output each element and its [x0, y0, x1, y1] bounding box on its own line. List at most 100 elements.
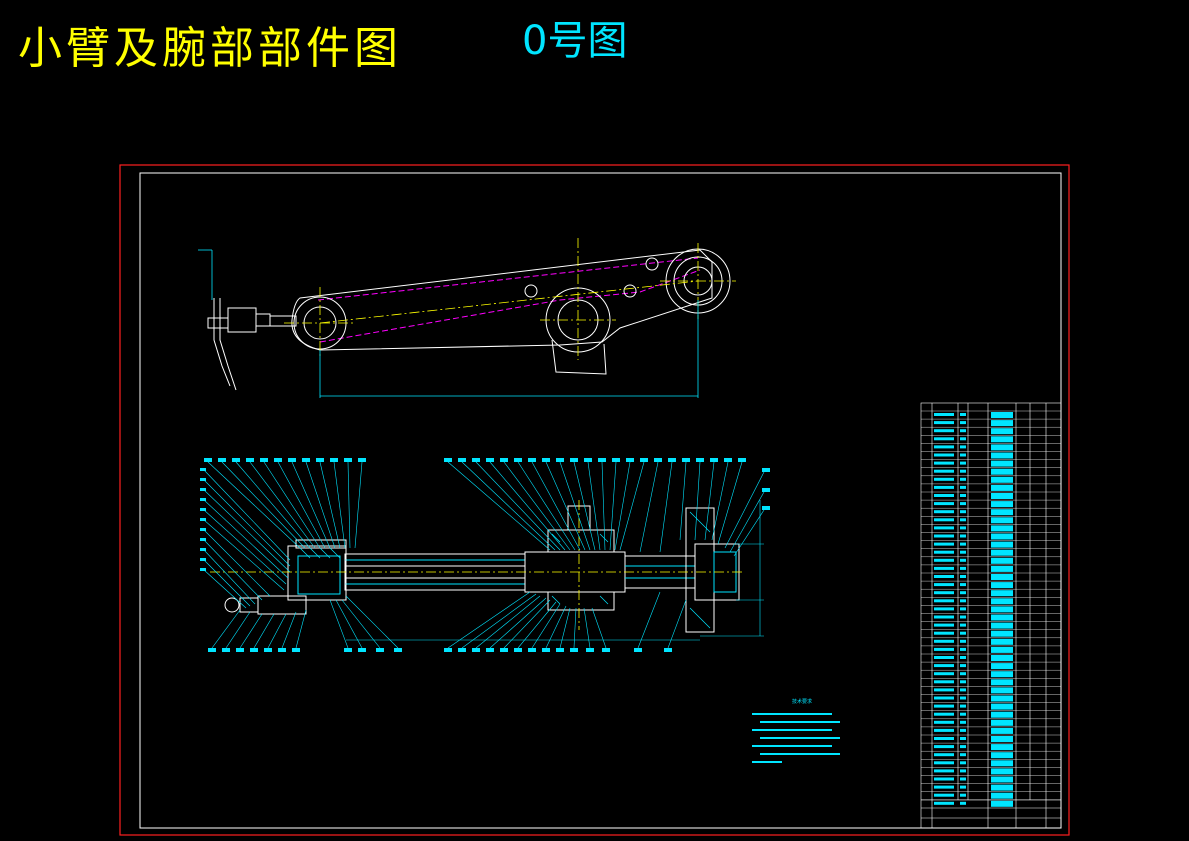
table-cell-mark [991, 727, 1013, 734]
table-cell-mark [934, 672, 954, 676]
table-cell-mark [960, 777, 966, 781]
table-cell-mark [934, 647, 954, 651]
table-cell-mark [934, 761, 954, 765]
table-cell-mark [991, 760, 1013, 767]
table-cell-mark [934, 485, 954, 489]
table-cell-mark [991, 784, 1013, 791]
table-cell-mark [991, 768, 1013, 775]
table-cell-mark [934, 461, 954, 465]
table-cell-mark [991, 687, 1013, 694]
table-cell-mark [960, 566, 966, 570]
table-cell-mark [991, 736, 1013, 742]
table-cell-mark [934, 793, 954, 797]
table-cell-mark [991, 711, 1013, 718]
table-cell-mark [934, 558, 954, 562]
table-cell-mark [960, 704, 966, 708]
table-cell-mark [934, 518, 954, 522]
table-cell-mark [934, 599, 954, 603]
table-cell-mark [960, 502, 966, 506]
outer-frame [119, 164, 1070, 836]
technical-note-line [752, 729, 832, 731]
table-cell-mark [934, 615, 954, 619]
technical-notes-heading: 技术要求 [791, 699, 812, 705]
table-cell-mark [960, 793, 966, 797]
table-cell-mark [934, 696, 954, 700]
table-cell-mark [960, 421, 966, 425]
table-cell-mark [991, 655, 1013, 661]
table-cell-mark [991, 468, 1013, 475]
table-cell-mark [934, 477, 954, 481]
table-cell-mark [934, 453, 954, 457]
table-cell-mark [934, 583, 954, 587]
table-cell-mark [960, 575, 966, 578]
table-cell-mark [960, 720, 966, 724]
table-cell-mark [960, 494, 966, 497]
table-cell-mark [960, 615, 966, 619]
section-view [224, 505, 740, 633]
table-cell-mark [934, 631, 954, 635]
table-cell-mark [934, 469, 954, 473]
table-cell-mark [991, 557, 1013, 564]
table-cell-mark [934, 566, 954, 570]
table-cell-mark [991, 744, 1013, 751]
table-cell-mark [960, 728, 966, 732]
leader-lines [203, 461, 765, 649]
table-cell-mark [991, 582, 1013, 589]
table-cell-mark [960, 445, 966, 449]
table-cell-mark [960, 607, 966, 611]
table-cell-mark [960, 510, 966, 514]
table-cell-mark [960, 461, 966, 465]
arm-dimensions [198, 249, 699, 398]
table-cell-mark [934, 688, 954, 692]
table-cell-mark [991, 671, 1013, 678]
table-cell-mark [960, 469, 966, 473]
table-cell-mark [934, 737, 954, 740]
table-cell-mark [934, 550, 954, 554]
table-cell-mark [960, 542, 966, 546]
table-cell-mark [960, 485, 966, 489]
table-cell-mark [991, 719, 1013, 726]
table-cell-mark [991, 541, 1013, 548]
table-cell-mark [991, 412, 1013, 418]
table-cell-mark [934, 664, 954, 668]
drawing-title: 小臂及腕部部件图 [18, 23, 402, 74]
table-cell-mark [991, 428, 1013, 435]
table-cell-mark [991, 646, 1013, 653]
inner-border [139, 172, 1062, 829]
table-cell-mark [934, 429, 954, 433]
table-cell-mark [960, 477, 966, 481]
table-cell-mark [934, 639, 954, 643]
table-cell-mark [991, 509, 1013, 516]
table-cell-mark [991, 484, 1013, 491]
table-cell-mark [991, 476, 1013, 483]
table-cell-mark [960, 696, 966, 700]
table-cell-mark [960, 680, 966, 684]
table-cell-mark [960, 599, 966, 603]
table-cell-mark [934, 510, 954, 514]
table-cell-mark [991, 800, 1013, 807]
technical-note-line [760, 753, 840, 755]
technical-notes: 技术要求 [752, 698, 852, 763]
table-cell-mark [960, 761, 966, 765]
table-cell-mark [934, 526, 954, 530]
balloon-marks [200, 458, 770, 652]
table-cell-mark [934, 607, 954, 611]
table-cell-mark [960, 664, 966, 668]
table-cell-mark [991, 695, 1013, 702]
table-cell-mark [991, 444, 1013, 451]
table-cell-mark [960, 558, 966, 562]
table-cell-mark [934, 720, 954, 724]
table-cell-mark [934, 494, 954, 497]
table-cell-mark [960, 583, 966, 587]
table-cell-mark [960, 639, 966, 643]
table-cell-mark [960, 623, 966, 627]
table-cell-mark [934, 704, 954, 708]
table-cell-mark [991, 460, 1013, 467]
technical-note-line [752, 745, 832, 747]
technical-note-line [760, 737, 840, 739]
arm-top-view [207, 248, 731, 391]
technical-note-line [752, 761, 782, 763]
table-cell-mark [991, 598, 1013, 605]
table-cell-mark [991, 565, 1013, 572]
